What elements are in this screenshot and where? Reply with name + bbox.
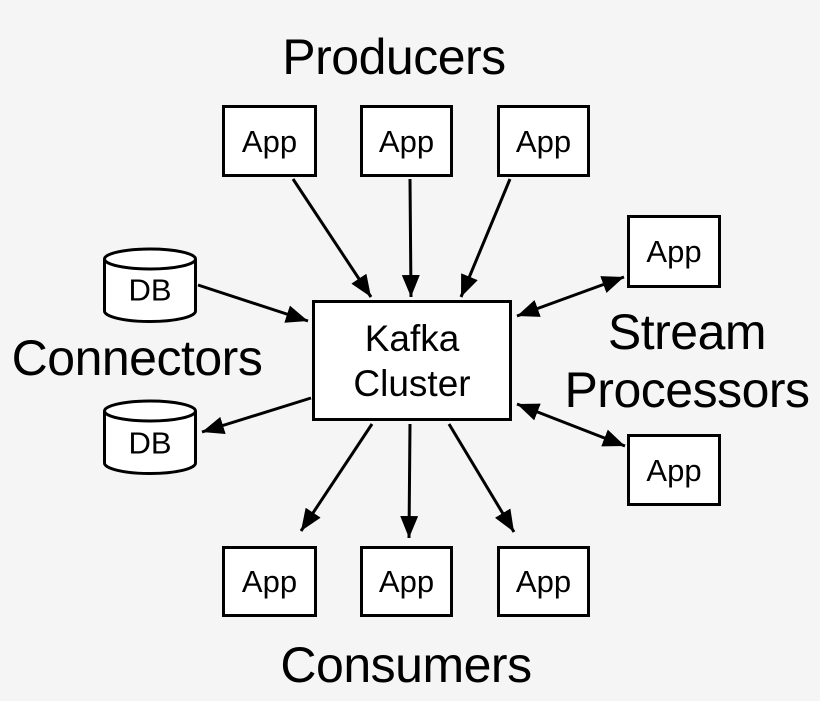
node-stream-app-2: App [627, 434, 721, 506]
producer-app-1-label: App [241, 123, 298, 159]
producers-label: Producers [282, 29, 506, 85]
arrow-kafka-to-consumer-3-icon [447, 423, 516, 533]
arrow-producer-1-to-kafka-icon [291, 178, 373, 298]
stream-processors-label-line2: Processors [564, 362, 810, 418]
arrow-db-1-to-kafka-icon [197, 283, 309, 323]
node-stream-app-1: App [627, 215, 721, 288]
arrow-kafka-stream-app-2-icon [516, 402, 626, 448]
db-2-label: DB [128, 425, 172, 461]
producer-app-3-label: App [515, 123, 572, 159]
stream-app-2-label: App [646, 452, 702, 488]
node-consumer-app-3: App [497, 546, 590, 617]
stream-app-1-label: App [646, 234, 702, 269]
arrow-kafka-to-consumer-1-icon [299, 423, 374, 532]
node-kafka-cluster: Kafka Cluster [312, 300, 512, 421]
kafka-cluster-label-line2: Cluster [353, 362, 471, 404]
node-consumer-app-2: App [360, 546, 453, 617]
consumer-app-2-label: App [378, 564, 435, 599]
connectors-label: Connectors [11, 330, 263, 386]
node-producer-app-3: App [497, 105, 590, 177]
producer-app-2-label: App [378, 123, 435, 159]
arrow-producer-3-to-kafka-icon [459, 178, 512, 298]
node-producer-app-1: App [222, 105, 317, 177]
kafka-cluster-label-line1: Kafka [364, 317, 460, 359]
consumers-label: Consumers [280, 637, 532, 693]
stream-processors-label-line1: Stream [607, 304, 767, 360]
consumer-app-1-label: App [241, 564, 298, 599]
arrow-producer-2-to-kafka-icon [401, 178, 420, 298]
db-1-label: DB [128, 272, 172, 308]
node-producer-app-2: App [360, 105, 453, 177]
arrow-kafka-stream-app-1-icon [516, 275, 625, 318]
node-consumer-app-1: App [222, 546, 317, 617]
arrow-kafka-to-db-2-icon [201, 396, 312, 435]
consumer-app-3-label: App [515, 564, 572, 599]
arrow-kafka-to-consumer-2-icon [400, 423, 419, 539]
db-cylinder-1-icon [103, 247, 197, 323]
db-cylinder-2-icon [103, 399, 197, 475]
stream-processors-label: Stream Processors [564, 303, 810, 419]
